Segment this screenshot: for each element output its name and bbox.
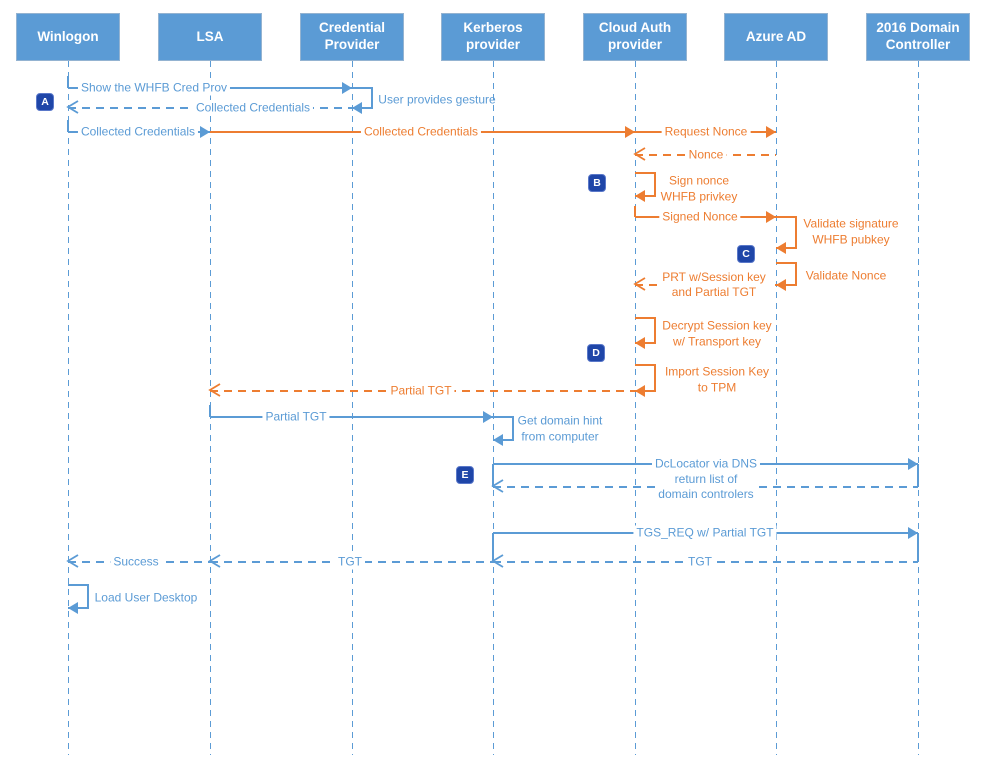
message-label: Request Nonce	[661, 124, 751, 140]
arrowhead-filled-icon	[352, 102, 362, 114]
actor-header-cloud-auth-provider: Cloud Auth provider	[583, 13, 687, 61]
self-message-loop	[352, 87, 373, 109]
message-label: Success	[110, 554, 162, 570]
step-badge-a: A	[36, 93, 54, 111]
message-label: PRT w/Session key and Partial TGT	[659, 270, 769, 300]
message-elbow-tick	[209, 405, 211, 417]
arrowhead-open-icon	[208, 553, 224, 574]
arrowhead-open-icon	[633, 276, 649, 297]
arrowhead-filled-icon	[635, 385, 645, 397]
message-label: Collected Credentials	[77, 124, 199, 140]
message-label: TGS_REQ w/ Partial TGT	[633, 525, 777, 541]
message-label: TGT	[335, 554, 365, 570]
arrowhead-filled-icon	[483, 411, 493, 423]
arrowhead-open-icon	[66, 553, 82, 574]
lifeline-cloud-auth-provider	[635, 61, 636, 755]
arrowhead-filled-icon	[776, 279, 786, 291]
step-badge-d: D	[587, 344, 605, 362]
message-elbow-tick	[492, 464, 494, 487]
arrowhead-filled-icon	[635, 190, 645, 202]
message-elbow-tick	[492, 533, 494, 562]
self-message-loop	[776, 216, 797, 249]
lifeline-kerberos-provider	[493, 61, 494, 755]
message-elbow-tick	[917, 464, 919, 487]
arrowhead-filled-icon	[776, 242, 786, 254]
arrowhead-open-icon	[208, 382, 224, 403]
self-message-loop	[635, 317, 656, 344]
arrowhead-filled-icon	[68, 602, 78, 614]
message-elbow-tick	[634, 206, 636, 217]
self-message-loop	[68, 584, 89, 609]
self-message-label: Sign nonce WHFB privkey	[660, 173, 738, 204]
arrowhead-filled-icon	[766, 126, 776, 138]
arrowhead-filled-icon	[908, 458, 918, 470]
lifeline-winlogon	[68, 61, 69, 755]
message-label: TGT	[685, 554, 715, 570]
self-message-label: Validate Nonce	[805, 268, 887, 283]
lifeline-azure-ad	[776, 61, 777, 755]
self-message-label: Get domain hint from computer	[517, 413, 603, 444]
arrowhead-open-icon	[491, 478, 507, 499]
actor-header-kerberos-provider: Kerberos provider	[441, 13, 545, 61]
message-label: DcLocator via DNS	[651, 456, 761, 472]
arrowhead-open-icon	[491, 553, 507, 574]
self-message-label: Load User Desktop	[94, 590, 198, 605]
self-message-label: Import Session Key to TPM	[664, 364, 770, 395]
actor-header-credential-provider: Credential Provider	[300, 13, 404, 61]
message-label: Show the WHFB Cred Prov	[77, 80, 231, 96]
self-message-loop	[776, 262, 797, 286]
actor-header-winlogon: Winlogon	[16, 13, 120, 61]
arrowhead-filled-icon	[342, 82, 352, 94]
step-badge-c: C	[737, 245, 755, 263]
message-label: Collected Credentials	[192, 100, 314, 116]
message-label: Partial TGT	[262, 409, 330, 425]
lifeline-credential-provider	[352, 61, 353, 755]
message-line	[210, 416, 493, 418]
self-message-label: Validate signature WHFB pubkey	[803, 216, 899, 247]
arrowhead-filled-icon	[200, 126, 210, 138]
self-message-label: User provides gesture	[378, 92, 496, 107]
self-message-loop	[635, 364, 656, 392]
lifeline-2016-domain-controller	[918, 61, 919, 755]
message-elbow-tick	[917, 533, 919, 562]
arrowhead-filled-icon	[493, 434, 503, 446]
step-badge-b: B	[588, 174, 606, 192]
message-label: Nonce	[685, 147, 727, 163]
actor-header-azure-ad: Azure AD	[724, 13, 828, 61]
arrowhead-open-icon	[66, 99, 82, 120]
message-elbow-tick	[67, 120, 69, 132]
message-label: Partial TGT	[387, 383, 455, 399]
self-message-loop	[493, 416, 514, 441]
message-elbow-tick	[67, 76, 69, 88]
arrowhead-filled-icon	[635, 337, 645, 349]
arrowhead-filled-icon	[908, 527, 918, 539]
step-badge-e: E	[456, 466, 474, 484]
message-label: Collected Credentials	[360, 124, 482, 140]
arrowhead-filled-icon	[625, 126, 635, 138]
arrowhead-filled-icon	[766, 211, 776, 223]
actor-header-lsa: LSA	[158, 13, 262, 61]
self-message-loop	[635, 172, 656, 197]
arrowhead-open-icon	[633, 146, 649, 167]
actor-header-2016-domain-controller: 2016 Domain Controller	[866, 13, 970, 61]
message-label: return list of domain controlers	[655, 472, 757, 502]
message-label: Signed Nonce	[659, 209, 741, 225]
self-message-label: Decrypt Session key w/ Transport key	[662, 318, 772, 349]
